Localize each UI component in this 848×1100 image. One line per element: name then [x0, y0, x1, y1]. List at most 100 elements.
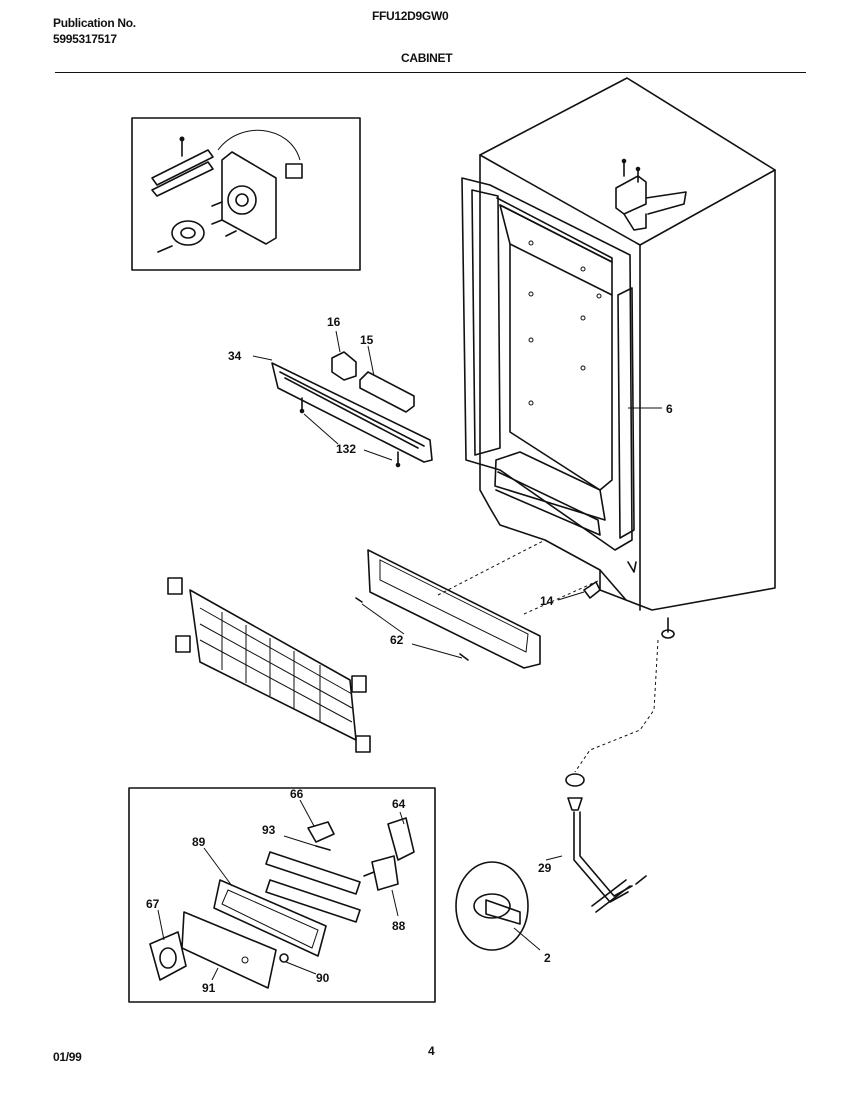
motor-fan-inset: [131, 117, 361, 271]
screw: [211, 201, 223, 207]
callout-93: 93: [262, 823, 276, 837]
screw: [279, 953, 289, 963]
wire-harness: [217, 129, 301, 161]
rail-bracket-upper: [151, 149, 214, 186]
screw: [355, 597, 363, 603]
model-number: FFU12D9GW0: [372, 9, 449, 23]
liner-back-wall: [509, 243, 613, 491]
drain-fitting-assembly: [455, 861, 529, 951]
leader-29: [545, 855, 563, 861]
leader-132b: [363, 449, 393, 461]
liner-floor: [494, 451, 606, 521]
liner-bottom-lip: [495, 471, 601, 536]
cabinet-shell: [461, 77, 776, 611]
leader-14: [557, 591, 585, 601]
thermostat-housing: [149, 931, 187, 981]
leader-62b: [411, 643, 463, 659]
kickplate-body: [367, 549, 541, 669]
lamp-socket: [331, 351, 357, 381]
insulation-strip: [265, 851, 361, 895]
inset-frame: [131, 117, 361, 271]
alignment-line: [523, 579, 601, 615]
leader-91: [211, 967, 219, 981]
cabinet-top-edge: [479, 154, 776, 246]
leader-132a: [303, 413, 339, 445]
callout-66: 66: [290, 787, 304, 801]
leader-64: [399, 811, 405, 825]
callout-62: 62: [390, 633, 404, 647]
callout-132: 132: [336, 442, 356, 456]
leader-34: [252, 355, 273, 361]
callout-2: 2: [544, 951, 551, 965]
kickplate: [355, 549, 541, 669]
hinge-plate: [623, 213, 647, 231]
motor-shaft-hub: [227, 185, 257, 215]
inset-frame: [128, 787, 436, 1003]
control-decal: [181, 911, 277, 989]
fan-blade: [171, 220, 205, 246]
leader-67: [157, 909, 165, 941]
screw: [225, 230, 237, 237]
insulation-strip: [265, 879, 361, 923]
grille-frame: [189, 589, 357, 741]
drain-tube: [573, 811, 629, 903]
screw: [315, 845, 331, 851]
light-switch: [307, 821, 335, 843]
callout-34: 34: [228, 349, 242, 363]
drain-fitting: [567, 797, 583, 811]
drain-plug: [565, 773, 585, 787]
grille-clip: [351, 675, 367, 693]
callout-14: 14: [540, 594, 554, 608]
callout-89: 89: [192, 835, 206, 849]
leader-93: [283, 835, 317, 847]
grille-clip: [355, 735, 371, 753]
control-channel: [271, 362, 433, 463]
page-number: 4: [428, 1044, 435, 1058]
leader-88: [391, 889, 399, 917]
leader-90: [285, 961, 317, 975]
leader-2: [513, 927, 541, 951]
leader-66: [299, 799, 315, 827]
callout-29: 29: [538, 861, 552, 875]
control-panel-inset: [128, 787, 436, 1003]
tube-clip: [635, 875, 647, 885]
callout-16: 16: [327, 315, 341, 329]
alignment-line: [574, 639, 659, 773]
screw: [211, 219, 223, 225]
screw: [157, 245, 173, 253]
drain-pan-ring: [455, 861, 529, 951]
header-rule: [55, 72, 806, 73]
channel-rail-2: [284, 377, 419, 449]
control-panel: [213, 879, 327, 957]
breaker-strip-right: [617, 287, 635, 539]
publication-number: 5995317517: [53, 32, 117, 46]
cabinet-outer: [479, 77, 776, 611]
power-switch: [371, 855, 399, 891]
top-hinge-bracket: [615, 175, 647, 215]
callout-88: 88: [392, 919, 406, 933]
publication-label: Publication No.: [53, 16, 136, 30]
callout-67: 67: [146, 897, 160, 911]
callout-91: 91: [202, 981, 216, 995]
section-title: CABINET: [401, 51, 453, 65]
leader-15: [367, 345, 375, 377]
leveling-leg: [583, 581, 601, 599]
leveler-detail: [627, 561, 637, 573]
liner-left-flange: [471, 189, 501, 456]
drain-assembly: [565, 773, 647, 913]
callout-6: 6: [666, 402, 673, 416]
motor-housing: [221, 151, 277, 245]
footer-date: 01/99: [53, 1050, 82, 1064]
hinge-arm: [645, 191, 687, 215]
channel-rail: [279, 371, 425, 447]
screw: [459, 653, 469, 661]
grille-clip: [167, 577, 183, 595]
leader-16: [335, 330, 341, 353]
callout-64: 64: [392, 797, 406, 811]
liner-opening: [461, 177, 633, 551]
alignment-line: [437, 539, 546, 596]
switch-bracket: [387, 817, 415, 861]
drain-nut: [485, 899, 521, 925]
rail-bracket-lower: [151, 161, 214, 197]
